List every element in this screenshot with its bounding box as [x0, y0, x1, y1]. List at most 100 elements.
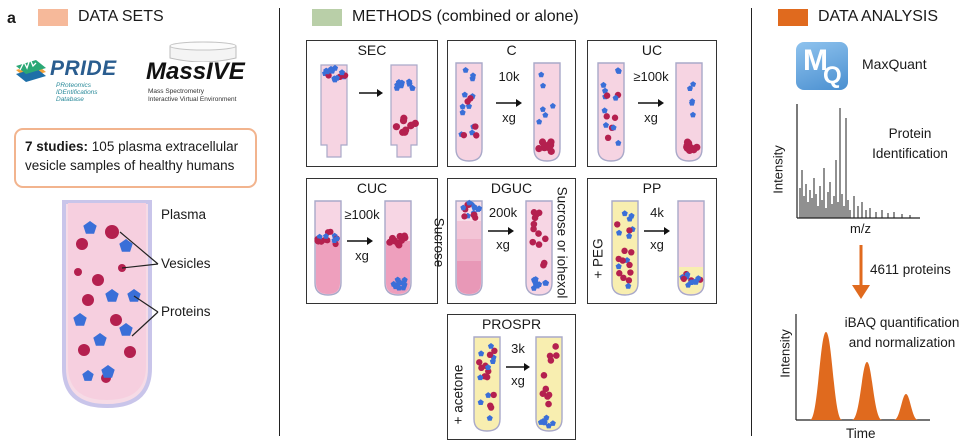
c-diagram — [455, 62, 561, 162]
protein-marker — [615, 263, 622, 270]
maxquant-logo-icon: M Q — [796, 42, 848, 90]
vesicle-marker — [625, 277, 633, 284]
vesicle-marker — [540, 259, 548, 267]
vesicle-marker — [614, 221, 621, 228]
protein-marker — [621, 210, 628, 217]
vesicle-marker — [394, 239, 402, 247]
maxquant-logo-q: Q — [823, 62, 842, 89]
method-box-c: C 10k xg — [447, 40, 576, 167]
pp-diagram — [611, 200, 705, 296]
protein-marker — [539, 106, 546, 112]
vesicle-marker — [545, 400, 552, 408]
vesicle-marker — [626, 261, 633, 269]
vesicle-marker — [552, 343, 559, 350]
dguc-speed: 200k — [488, 205, 518, 220]
method-prospr-name: PROSPR — [481, 316, 542, 332]
maxquant-label: MaxQuant — [862, 56, 927, 72]
cuc-medium: Sucrose — [431, 217, 447, 268]
method-sec-name: SEC — [357, 42, 387, 58]
protein-marker — [549, 102, 556, 109]
datasets-header: DATA SETS — [38, 8, 164, 26]
spectrum-label: Protein Identification — [872, 126, 948, 161]
vesicle-marker — [483, 373, 491, 381]
protein-marker — [332, 64, 339, 71]
vesicle-marker — [680, 275, 687, 283]
vesicle-marker — [615, 255, 622, 263]
massive-logo-caption: Mass Spectrometry Interactive Virtual En… — [148, 88, 236, 103]
quant-chart — [795, 314, 930, 421]
prospr-speed: 3k — [511, 341, 525, 356]
pp-speed: 4k — [650, 205, 664, 220]
protein-marker — [615, 67, 622, 73]
protein-marker — [543, 414, 550, 421]
vesicle-marker — [486, 351, 494, 359]
cuc-speed: ≥100k — [344, 207, 380, 222]
protein-marker — [532, 276, 539, 282]
methods-swatch — [312, 8, 342, 26]
vesicle-marker — [535, 230, 542, 237]
vesicle-marker — [105, 225, 119, 239]
divider-left — [279, 8, 280, 436]
vesicle-marker — [470, 211, 477, 219]
analysis-header: DATA ANALYSIS — [778, 8, 938, 26]
vesicle-marker — [478, 364, 485, 372]
vesicle-marker — [407, 121, 415, 129]
protein-marker — [471, 204, 478, 211]
massive-caption-line1: Mass Spectrometry — [148, 88, 204, 95]
protein-marker — [486, 415, 493, 421]
protein-marker — [543, 279, 550, 286]
vesicle-marker — [76, 238, 88, 250]
vesicle-marker — [74, 268, 82, 276]
pride-caption-line2: IDEntifications — [56, 89, 98, 96]
vesicle-marker — [530, 209, 538, 216]
protein-marker — [333, 74, 340, 81]
protein-marker — [338, 69, 345, 76]
divider-right — [751, 8, 752, 436]
pride-logo-caption: PRoteomics IDEntifications Database — [56, 82, 98, 103]
vesicle-marker — [683, 138, 692, 146]
protein-marker — [477, 399, 484, 405]
protein-marker — [550, 420, 556, 426]
pride-caption-line3: Database — [56, 96, 84, 103]
method-box-cuc: CUC ≥100k xg Sucrose — [306, 178, 447, 304]
protein-marker — [615, 139, 622, 146]
spectrum-peaks — [799, 108, 911, 218]
protein-marker — [690, 279, 697, 285]
vesicle-marker — [535, 209, 543, 217]
vesicle-marker — [616, 270, 623, 277]
vesicle-marker — [542, 235, 549, 243]
protein-marker — [485, 392, 492, 398]
pride-caption-line1: PRoteomics — [56, 82, 92, 89]
cuc-unit: xg — [355, 248, 369, 263]
vesicle-marker — [553, 352, 560, 359]
protein-marker — [602, 87, 609, 94]
datasets-title: DATA SETS — [78, 8, 164, 25]
protein-marker — [684, 271, 691, 278]
vesicle-marker — [487, 402, 494, 409]
vesicle-marker — [535, 241, 543, 248]
vesicle-marker — [621, 247, 628, 255]
protein-marker — [470, 72, 477, 79]
protein-marker — [689, 100, 695, 106]
vesicle-marker — [110, 314, 122, 326]
massive-logo-icon — [169, 41, 237, 62]
c-speed: 10k — [498, 69, 520, 84]
protein-marker — [542, 112, 549, 118]
vesicle-marker — [529, 238, 537, 246]
vesicle-marker — [386, 238, 394, 246]
c-unit: xg — [502, 110, 516, 125]
protein-marker — [459, 103, 466, 110]
protein-marker — [401, 276, 408, 283]
protein-marker — [602, 122, 609, 128]
vesicle-marker — [491, 347, 498, 355]
pride-logo-icon — [16, 57, 46, 82]
vesicle-marker — [530, 225, 537, 233]
method-box-prospr: PROSPR + acetone 3k xg — [447, 314, 576, 440]
quant-label: iBAQ quantification and normalization — [844, 315, 960, 350]
vesicle-marker — [693, 143, 701, 151]
vesicle-marker — [392, 123, 401, 131]
method-cuc-name: CUC — [356, 180, 388, 196]
vesicle-marker — [541, 143, 549, 151]
method-c-name: C — [506, 42, 517, 58]
quant-ylabel: Intensity — [777, 329, 793, 378]
